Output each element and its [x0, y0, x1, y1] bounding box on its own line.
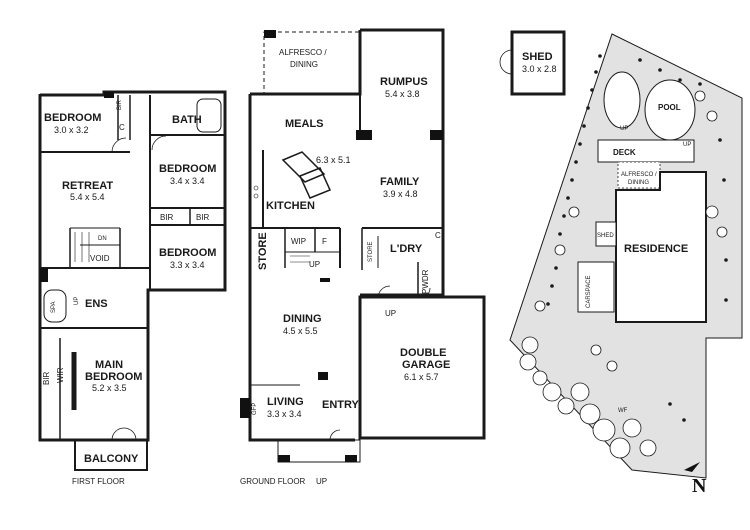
up-label: UP: [74, 297, 80, 305]
site-plan: [509, 33, 743, 479]
garage-dims: 6.1 x 5.7: [404, 372, 439, 382]
balcony-label: BALCONY: [84, 453, 139, 465]
bedroom-4-dims: 3.3 x 3.4: [170, 260, 205, 270]
dining-label: DINING: [283, 313, 322, 325]
shed-dims: 3.0 x 2.8: [522, 64, 557, 74]
bir-label: BIR: [117, 99, 123, 110]
bedroom-3-label: BEDROOM: [159, 163, 216, 175]
first-floor-plan: [38, 90, 227, 471]
family-label: FAMILY: [380, 176, 420, 188]
up-label: UP: [309, 260, 320, 269]
kitchen-dims: 6.3 x 5.1: [316, 155, 351, 165]
site-up-label: UP: [620, 126, 628, 132]
garage-label-1: DOUBLE: [400, 347, 446, 359]
deck-label: DECK: [613, 148, 636, 157]
rumpus-dims: 5.4 x 3.8: [385, 89, 420, 99]
wall-block: [345, 455, 357, 462]
bir-label: BIR: [42, 371, 51, 385]
store-label: STORE: [257, 232, 269, 270]
bedroom-2-label: BEDROOM: [44, 112, 101, 124]
bir-label: BIR: [160, 213, 174, 222]
powder-label: PWDR: [421, 269, 430, 294]
north-label: N: [692, 475, 707, 497]
wir-label: WIR: [56, 367, 65, 383]
site-alfresco-label-2: DINING: [628, 180, 649, 186]
bedroom-2-dims: 3.0 x 3.2: [54, 125, 89, 135]
family-dims: 3.9 x 4.8: [383, 189, 418, 199]
wip-label: WIP: [291, 237, 306, 246]
rumpus-label: RUMPUS: [380, 76, 428, 88]
kitchen-label: KITCHEN: [266, 200, 315, 212]
wf-label: WF: [618, 408, 628, 414]
laundry-label: L'DRY: [390, 243, 423, 255]
wall-block: [430, 130, 443, 140]
retreat-label: RETREAT: [62, 180, 113, 192]
meals-label: MEALS: [285, 118, 324, 130]
retreat-dims: 5.4 x 5.4: [70, 192, 105, 202]
main-bedroom-label-1: MAIN: [95, 359, 123, 371]
wall-block: [278, 455, 290, 462]
wall-block: [318, 372, 328, 380]
ens-label: ENS: [85, 298, 108, 310]
dining-dims: 4.5 x 5.5: [283, 326, 318, 336]
wall-block: [320, 278, 330, 282]
store-small-label: STORE: [368, 241, 374, 262]
spa-label: SPA: [51, 301, 57, 313]
north-arrow-icon: [684, 462, 700, 472]
main-bedroom-dims: 5.2 x 3.5: [92, 383, 127, 393]
dn-label: DN: [98, 236, 107, 242]
living-label: LIVING: [267, 396, 304, 408]
f-label: F: [322, 237, 327, 246]
bir-label: BIR: [196, 213, 210, 222]
void-label: VOID: [90, 254, 110, 263]
ground-floor-up-label: UP: [316, 477, 327, 486]
wall-block: [264, 30, 276, 38]
wall-block: [104, 92, 114, 98]
gfp-label: GFP: [252, 403, 258, 415]
ground-floor-plan: [248, 28, 486, 463]
fireplace: [240, 398, 250, 418]
shed-label: SHED: [522, 51, 553, 63]
carspace-label: CARSPACE: [586, 275, 592, 308]
living-dims: 3.3 x 3.4: [267, 409, 302, 419]
entry-label: ENTRY: [322, 399, 360, 411]
main-bedroom-label-2: BEDROOM: [85, 371, 142, 383]
bedroom-3-dims: 3.4 x 3.4: [170, 176, 205, 186]
c-label: C: [435, 231, 441, 240]
bedroom-4-label: BEDROOM: [159, 247, 216, 259]
pool-label: POOL: [658, 103, 681, 112]
site-up-label: UP: [683, 142, 691, 148]
c-label: C: [119, 123, 125, 132]
first-floor-caption: FIRST FLOOR: [72, 477, 125, 486]
bath-label: BATH: [172, 114, 202, 126]
residence-label: RESIDENCE: [624, 243, 688, 255]
garage-label-2: GARAGE: [402, 359, 450, 371]
alfresco-label-1: ALFRESCO /: [279, 48, 327, 57]
garage-up-label: UP: [385, 309, 396, 318]
alfresco-label-2: DINING: [290, 60, 318, 69]
site-shed-label: SHED: [597, 233, 614, 239]
wall-block: [356, 130, 372, 140]
shed-plan: [499, 30, 566, 96]
wall-block: [40, 268, 48, 282]
ground-floor-caption: GROUND FLOOR: [240, 477, 306, 486]
site-alfresco-label-1: ALFRESCO /: [621, 172, 657, 178]
